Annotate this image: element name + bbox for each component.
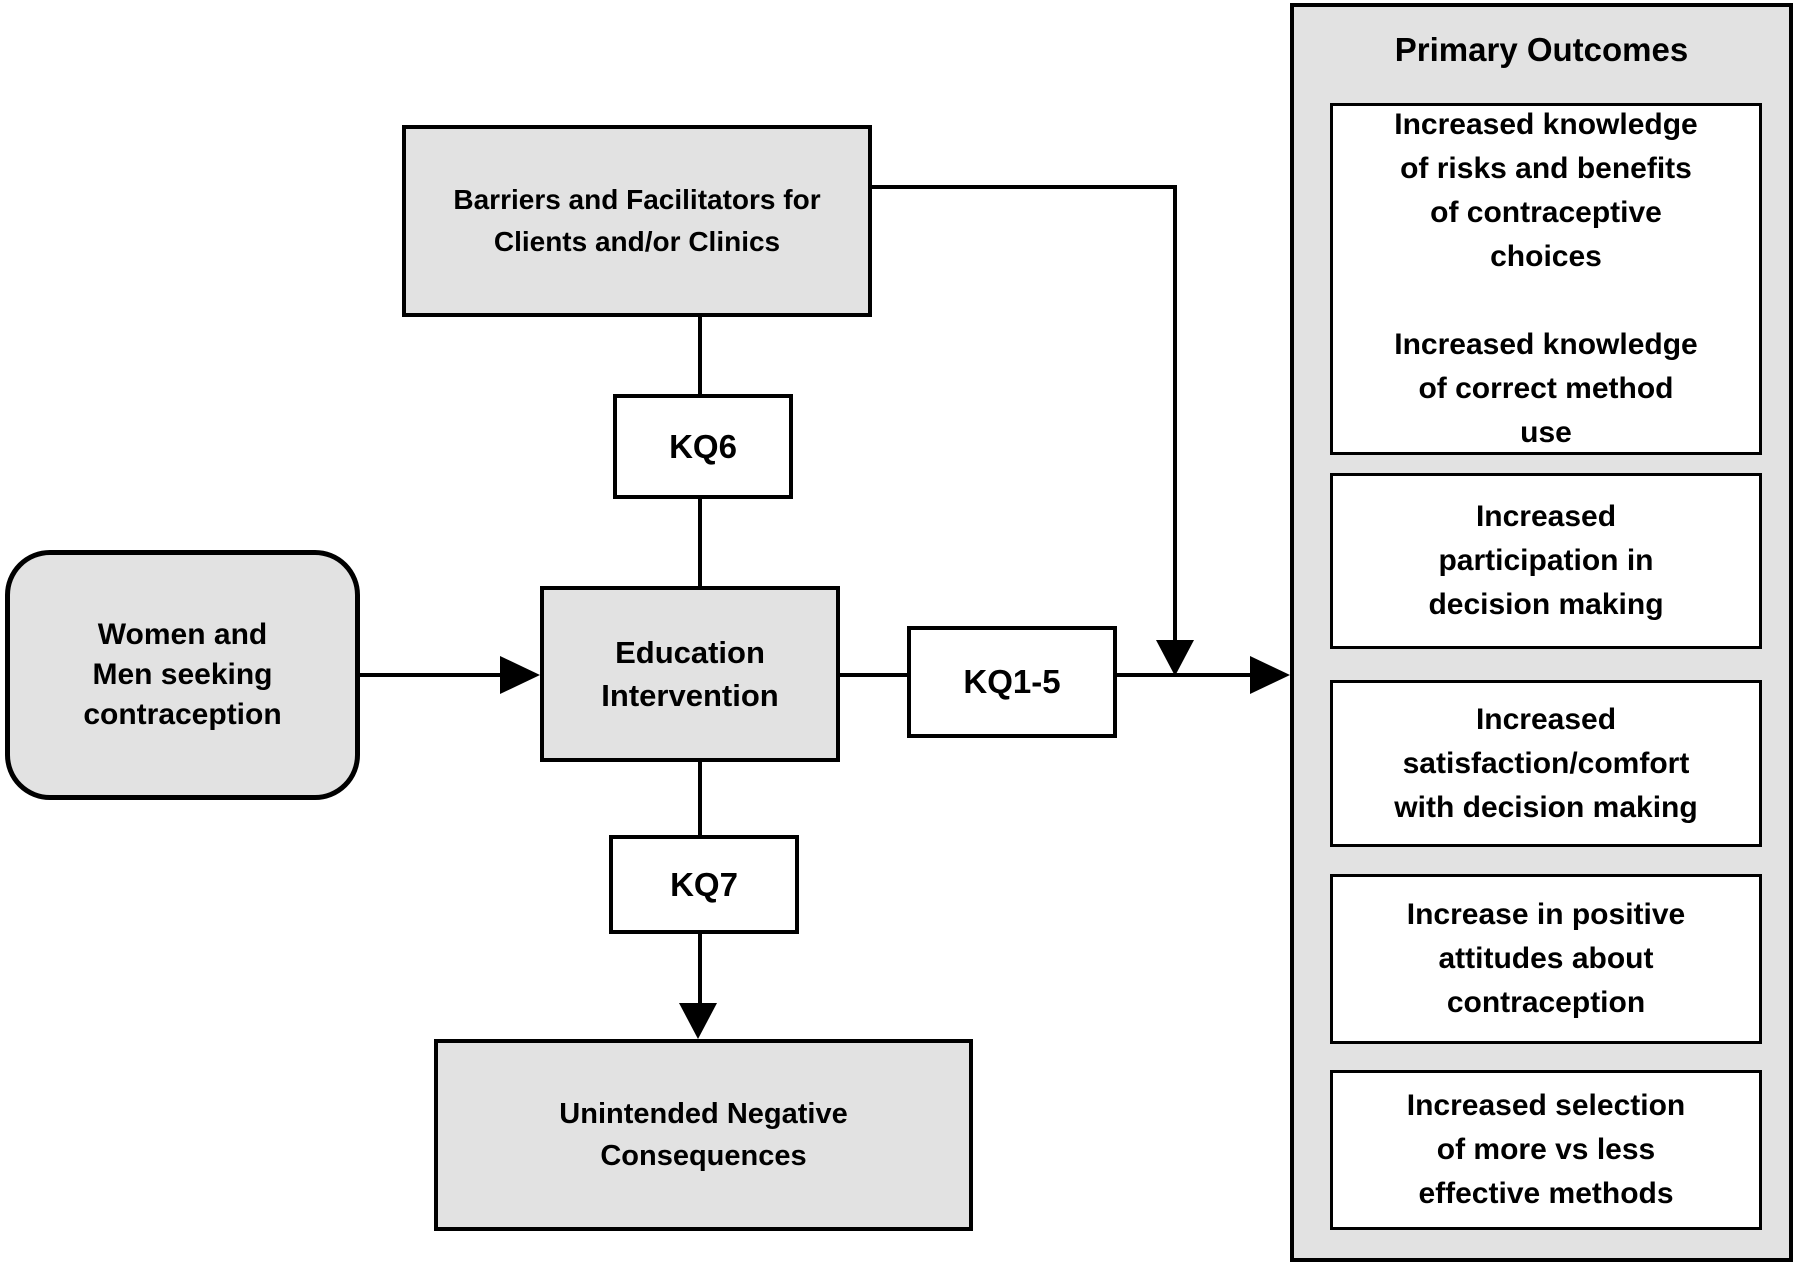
outcome-knowledge-risks-benefits-text: Increased knowledge of risks and benefit… [1394,108,1698,273]
outcome-knowledge-method-use-text: Increased knowledge of correct method us… [1394,328,1698,449]
edge-kq6-to-education-line [698,499,702,586]
edge-education-to-kq7-line [698,762,702,835]
outcome-box-satisfaction: Increased satisfaction/comfort with deci… [1330,680,1762,847]
kq1-5-label-box: KQ1-5 [907,626,1117,738]
outcome-participation-text: Increased participation in decision maki… [1428,500,1664,621]
education-intervention-node-label: Education Intervention [601,635,779,713]
education-intervention-node: Education Intervention [540,586,840,762]
barriers-facilitators-node: Barriers and Facilitators for Clients an… [402,125,872,317]
outcome-box-selection: Increased selection of more vs less effe… [1330,1070,1762,1230]
arrowhead-barriers-to-outcomes-path [1156,640,1194,676]
arrowhead-kq7-to-unintended [679,1003,717,1039]
edge-barriers-elbow-horizontal-line [870,185,1177,189]
unintended-consequences-node: Unintended Negative Consequences [434,1039,973,1231]
outcome-satisfaction-text: Increased satisfaction/comfort with deci… [1394,702,1698,824]
edge-barriers-elbow-vertical-line [1173,185,1177,642]
kq6-label: KQ6 [669,427,737,465]
kq1-5-label: KQ1-5 [963,663,1061,700]
outcome-selection-text: Increased selection of more vs less effe… [1406,1089,1686,1210]
arrowhead-kq15-to-outcomes [1250,656,1290,694]
kq7-label-box: KQ7 [609,835,799,934]
outcome-attitudes-text: Increase in positive attitudes about con… [1406,898,1686,1019]
edge-barriers-to-kq6-line [698,315,702,394]
outcome-box-attitudes: Increase in positive attitudes about con… [1330,874,1762,1044]
edge-education-to-kq15-line [838,673,909,677]
edge-kq7-to-unintended-line [698,934,702,1005]
unintended-consequences-node-label: Unintended Negative Consequences [559,1098,848,1172]
barriers-facilitators-node-label: Barriers and Facilitators for Clients an… [453,184,821,257]
primary-outcomes-title: Primary Outcomes [1394,31,1689,68]
outcome-box-participation: Increased participation in decision maki… [1330,473,1762,649]
population-node-label: Women and Men seeking contraception [83,618,282,731]
arrowhead-population-to-education [500,656,540,694]
edge-population-to-education-line [358,673,502,677]
outcome-box-knowledge: Increased knowledge of risks and benefit… [1330,103,1762,455]
kq7-label: KQ7 [670,865,738,903]
population-node: Women and Men seeking contraception [5,550,360,800]
kq6-label-box: KQ6 [613,394,793,499]
